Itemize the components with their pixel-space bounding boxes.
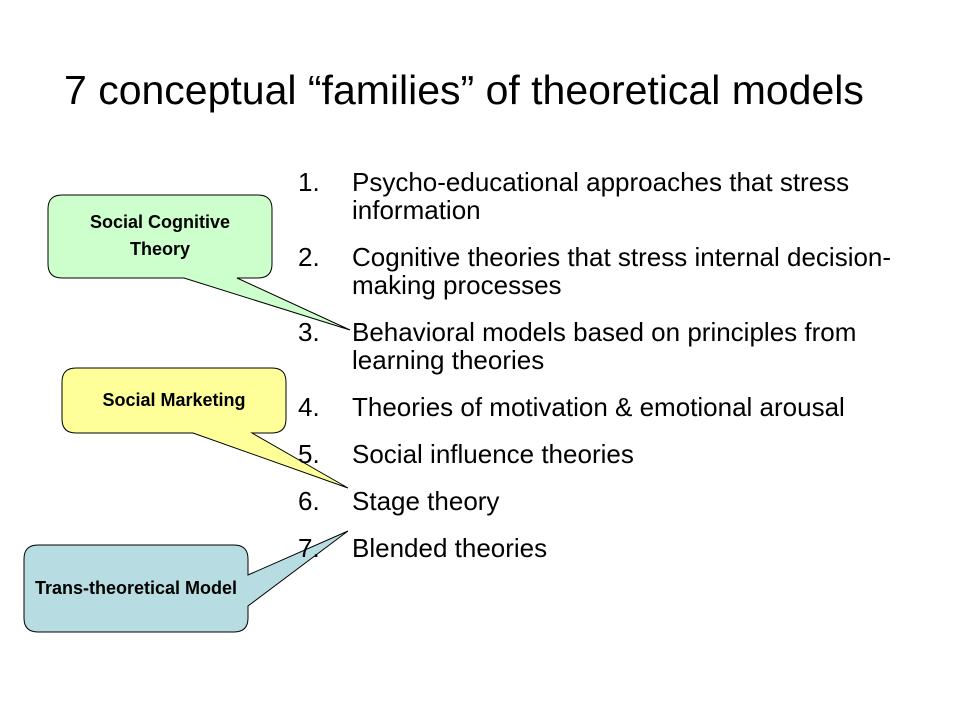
list-item: 1. Psycho-educational approaches that st… (298, 168, 918, 224)
list-item: 3. Behavioral models based on principles… (298, 318, 918, 374)
list-item-number: 4. (298, 392, 320, 422)
list-item: 7. Blended theories (298, 534, 918, 562)
list-item: 5. Social influence theories (298, 440, 918, 468)
callout-social-cognitive-shape (47, 194, 351, 331)
list-item-text: Theories of motivation & emotional arous… (352, 392, 845, 422)
callout-social-marketing-label: Social Marketing (102, 389, 246, 410)
list-item-number: 3. (298, 317, 320, 347)
slide-title: 7 conceptual “families” of theoretical m… (64, 67, 864, 113)
list-item-text: Stage theory (352, 486, 500, 516)
list-item-text: Behavioral models based on principles fr… (352, 317, 857, 375)
list-item: 4. Theories of motivation & emotional ar… (298, 393, 918, 421)
list-item: 2. Cognitive theories that stress intern… (298, 243, 918, 299)
list-item: 6. Stage theory (298, 487, 918, 515)
callout-transtheoretical-label: Trans-theoretical Model (34, 577, 238, 598)
callout-social-cognitive-label: Social Cognitive Theory (89, 212, 231, 259)
list-item-number: 5. (298, 439, 320, 469)
list-item-text: Psycho-educational approaches that stres… (352, 167, 850, 225)
models-list: 1. Psycho-educational approaches that st… (298, 168, 918, 581)
list-item-text: Social influence theories (352, 439, 634, 469)
list-item-text: Cognitive theories that stress internal … (352, 242, 892, 300)
list-item-number: 1. (298, 167, 320, 197)
list-item-number: 2. (298, 242, 320, 272)
list-item-number: 6. (298, 486, 320, 516)
list-item-number: 7. (298, 533, 320, 563)
callout-social-marketing-shape (61, 367, 349, 489)
callout-transtheoretical-shape (23, 530, 349, 633)
list-item-text: Blended theories (352, 533, 548, 563)
